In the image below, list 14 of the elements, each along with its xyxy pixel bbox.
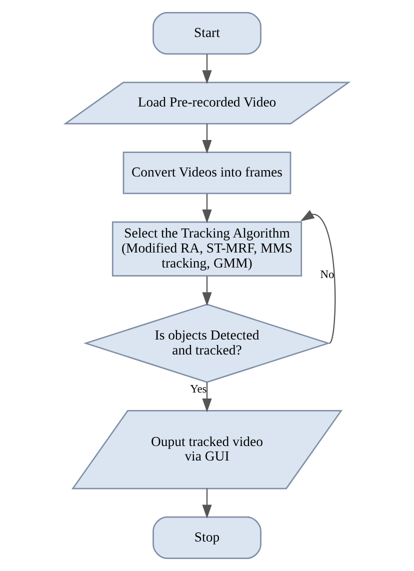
arrow: [202, 124, 212, 154]
node-box: Start: [152, 12, 262, 55]
node-box: Select the Tracking Algorithm (Modified RA, ST-MRF, MMS tracking, GMM): [112, 221, 302, 276]
node-box: Convert Videos into frames: [122, 152, 292, 194]
arrow: [202, 488, 212, 518]
edge-label: Yes: [190, 384, 207, 396]
arrow: [202, 54, 212, 84]
node-diamond: Is objects Detected and tracked?: [84, 304, 330, 383]
arrow: [300, 210, 336, 344]
arrow: [202, 276, 212, 306]
arrow: [202, 194, 212, 224]
edge-label: No: [320, 268, 334, 281]
node-box: Stop: [152, 516, 262, 559]
arrow: [202, 382, 212, 412]
